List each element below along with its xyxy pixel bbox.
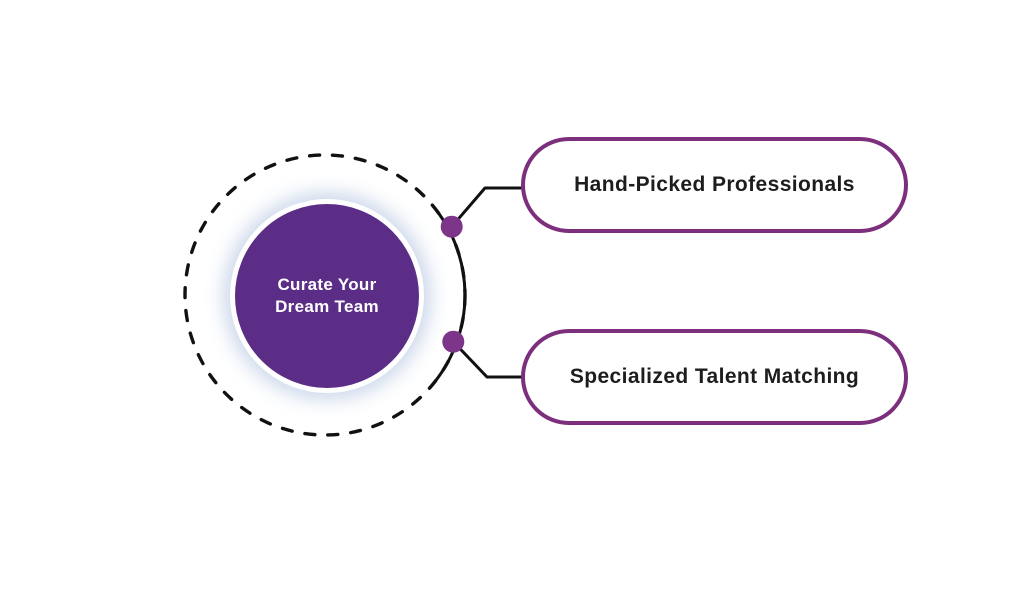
branch-pill-hand-picked-label: Hand-Picked Professionals [574, 173, 855, 196]
connector-dot-bottom [442, 330, 465, 353]
connector-line-bottom [451, 340, 523, 379]
connector-line-top [450, 186, 523, 229]
center-circle-label-line1: Curate Your [277, 275, 377, 295]
center-circle: Curate Your Dream Team [230, 199, 424, 393]
center-circle-label: Curate Your Dream Team [275, 274, 379, 318]
branch-pill-talent-matching: Specialized Talent Matching [521, 329, 908, 425]
center-circle-label-line2: Dream Team [275, 297, 379, 316]
branch-pill-talent-matching-label: Specialized Talent Matching [569, 365, 860, 388]
branch-pill-hand-picked: Hand-Picked Professionals [521, 137, 908, 233]
connector-dot-top [440, 215, 463, 238]
